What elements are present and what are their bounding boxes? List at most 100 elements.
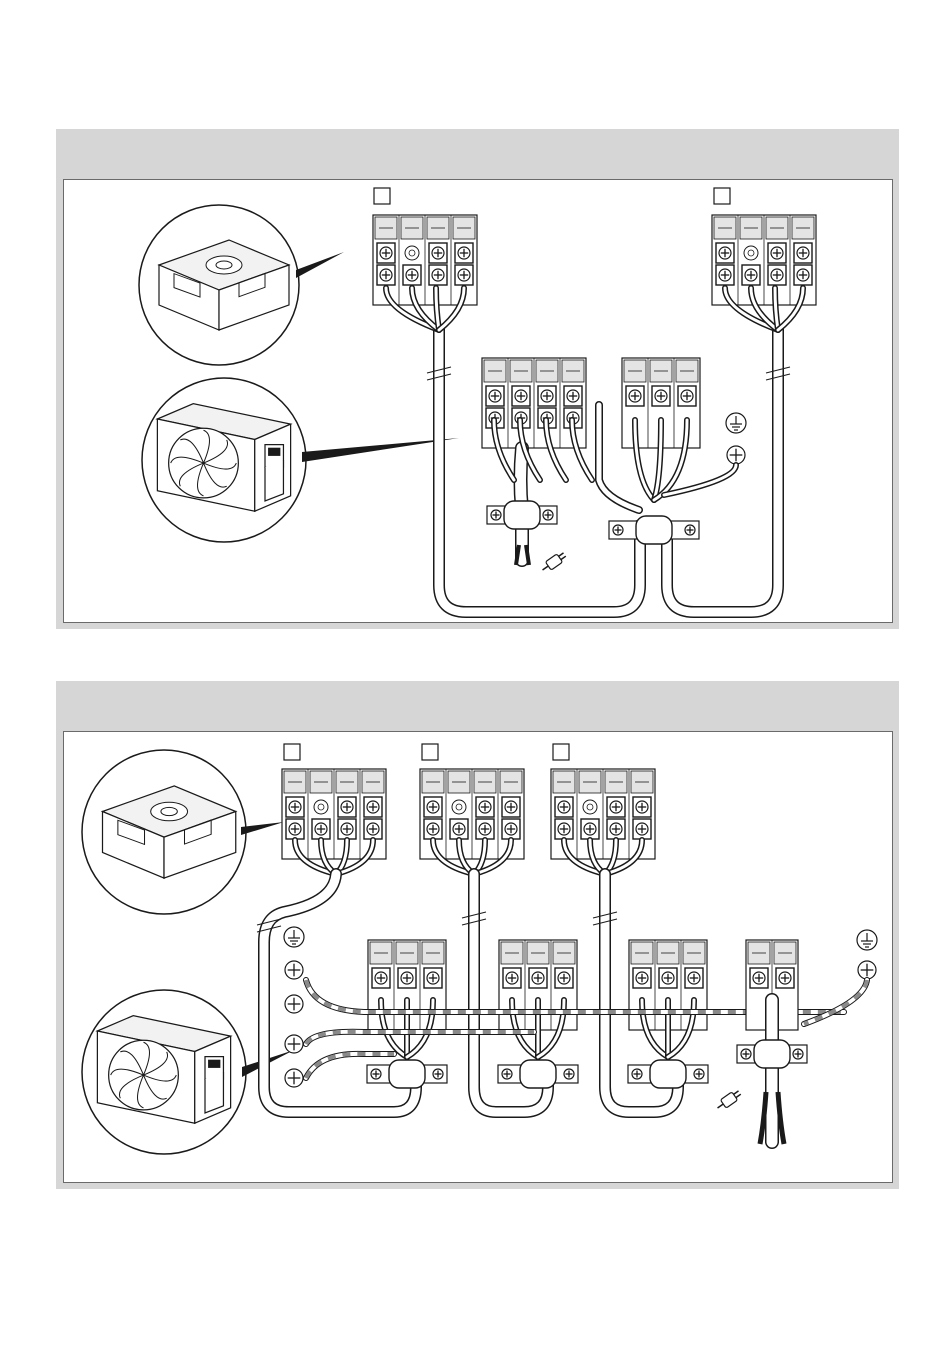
terminal-screw-icon (629, 390, 641, 402)
terminal-screw-icon (745, 269, 757, 281)
terminal-screw-icon (797, 269, 809, 281)
panel-2-frame (63, 731, 893, 1183)
ground-screw-icon (285, 995, 303, 1013)
clamp-screw-icon (433, 1069, 443, 1079)
terminal-screw-icon (771, 269, 783, 281)
link-a-cable-clamp (367, 1060, 447, 1088)
terminal-screw-icon (427, 972, 439, 984)
power-cable-clamp (487, 501, 557, 529)
indoor-unit-b-tag (422, 744, 438, 760)
terminal-screw-icon (367, 823, 379, 835)
terminal-screw-icon (380, 269, 392, 281)
terminal-screw-icon (662, 972, 674, 984)
terminal-screw-icon (367, 801, 379, 813)
terminal-screw-icon (289, 801, 301, 813)
ground-screw-icon (727, 446, 745, 464)
clamp-screw-icon (793, 1049, 803, 1059)
power-plug-icon (715, 1088, 743, 1112)
ground-symbol-icon (284, 927, 304, 947)
terminal-screw-icon (753, 972, 765, 984)
terminal-screw-icon (505, 823, 517, 835)
panel-1-frame (63, 179, 893, 623)
ground-screw-icon (285, 961, 303, 979)
terminal-screw-icon (610, 823, 622, 835)
indoor-unit-illustration (82, 750, 246, 914)
terminal-screw-icon (779, 972, 791, 984)
terminal-screw-icon (427, 823, 439, 835)
clamp-screw-icon (371, 1069, 381, 1079)
diagram-panel-1 (56, 129, 899, 629)
wiring-diagram-2 (64, 732, 894, 1182)
terminal-screw-icon (406, 269, 418, 281)
indoor-unit-a-tag (284, 744, 300, 760)
power-plug-icon (540, 550, 568, 574)
ground-symbol-icon (726, 413, 746, 433)
terminal-screw-icon (655, 390, 667, 402)
terminal-screw-icon (515, 390, 527, 402)
ground-symbol-icon (857, 930, 877, 950)
terminal-screw-icon (797, 247, 809, 259)
terminal-screw-icon (558, 823, 570, 835)
ground-screw-icon (285, 1069, 303, 1087)
clamp-screw-icon (564, 1069, 574, 1079)
terminal-screw-icon (489, 390, 501, 402)
terminal-screw-icon (401, 972, 413, 984)
terminal-screw-icon (541, 390, 553, 402)
terminal-screw-icon (479, 801, 491, 813)
indoor-unit-c-tag (553, 744, 569, 760)
terminal-screw-icon (341, 823, 353, 835)
terminal-screw-icon (427, 801, 439, 813)
indoor-b-wire (775, 288, 778, 330)
link-c-cable-clamp (628, 1060, 708, 1088)
clamp-screw-icon (502, 1069, 512, 1079)
terminal-screw-icon (432, 247, 444, 259)
ground-screw-icon (285, 1035, 303, 1053)
terminal-screw-icon (380, 247, 392, 259)
terminal-screw-icon (506, 972, 518, 984)
terminal-screw-icon (636, 823, 648, 835)
terminal-screw-icon (375, 972, 387, 984)
terminal-screw-icon (432, 269, 444, 281)
indoor-unit-illustration (139, 205, 299, 365)
clamp-screw-icon (491, 510, 501, 520)
terminal-screw-icon (453, 823, 465, 835)
wiring-diagram-1 (64, 180, 894, 622)
power-cable-clamp (737, 1040, 807, 1068)
indoor-unit-b-tag (714, 188, 730, 204)
terminal-screw-icon (719, 247, 731, 259)
outdoor-unit-illustration (142, 378, 306, 542)
terminal-screw-icon (558, 972, 570, 984)
clamp-screw-icon (613, 525, 623, 535)
clamp-screw-icon (694, 1069, 704, 1079)
indoor-unit-a-tag (374, 188, 390, 204)
terminal-screw-icon (719, 269, 731, 281)
clamp-screw-icon (632, 1069, 642, 1079)
terminal-screw-icon (315, 823, 327, 835)
outdoor-unit-icon (97, 1016, 230, 1124)
terminal-screw-icon (610, 801, 622, 813)
terminal-screw-icon (458, 247, 470, 259)
outdoor-unit-icon (157, 404, 290, 512)
terminal-screw-icon (688, 972, 700, 984)
clamp-screw-icon (741, 1049, 751, 1059)
indoor-a-wire (436, 288, 439, 330)
indoor-pointer (241, 822, 284, 835)
terminal-screw-icon (681, 390, 693, 402)
terminal-screw-icon (341, 801, 353, 813)
terminal-screw-icon (289, 823, 301, 835)
terminal-screw-icon (771, 247, 783, 259)
outdoor-unit-illustration (82, 990, 246, 1154)
terminal-screw-icon (584, 823, 596, 835)
terminal-screw-icon (458, 269, 470, 281)
terminal-screw-icon (505, 801, 517, 813)
terminal-screw-icon (532, 972, 544, 984)
power-ground-wire (804, 980, 867, 1024)
link-b-cable-clamp (498, 1060, 578, 1088)
diagram-panel-2 (56, 681, 899, 1189)
terminal-screw-icon (558, 801, 570, 813)
terminal-screw-icon (636, 801, 648, 813)
link-cable-clamp (609, 516, 699, 544)
clamp-screw-icon (685, 525, 695, 535)
terminal-screw-icon (479, 823, 491, 835)
clamp-screw-icon (543, 510, 553, 520)
